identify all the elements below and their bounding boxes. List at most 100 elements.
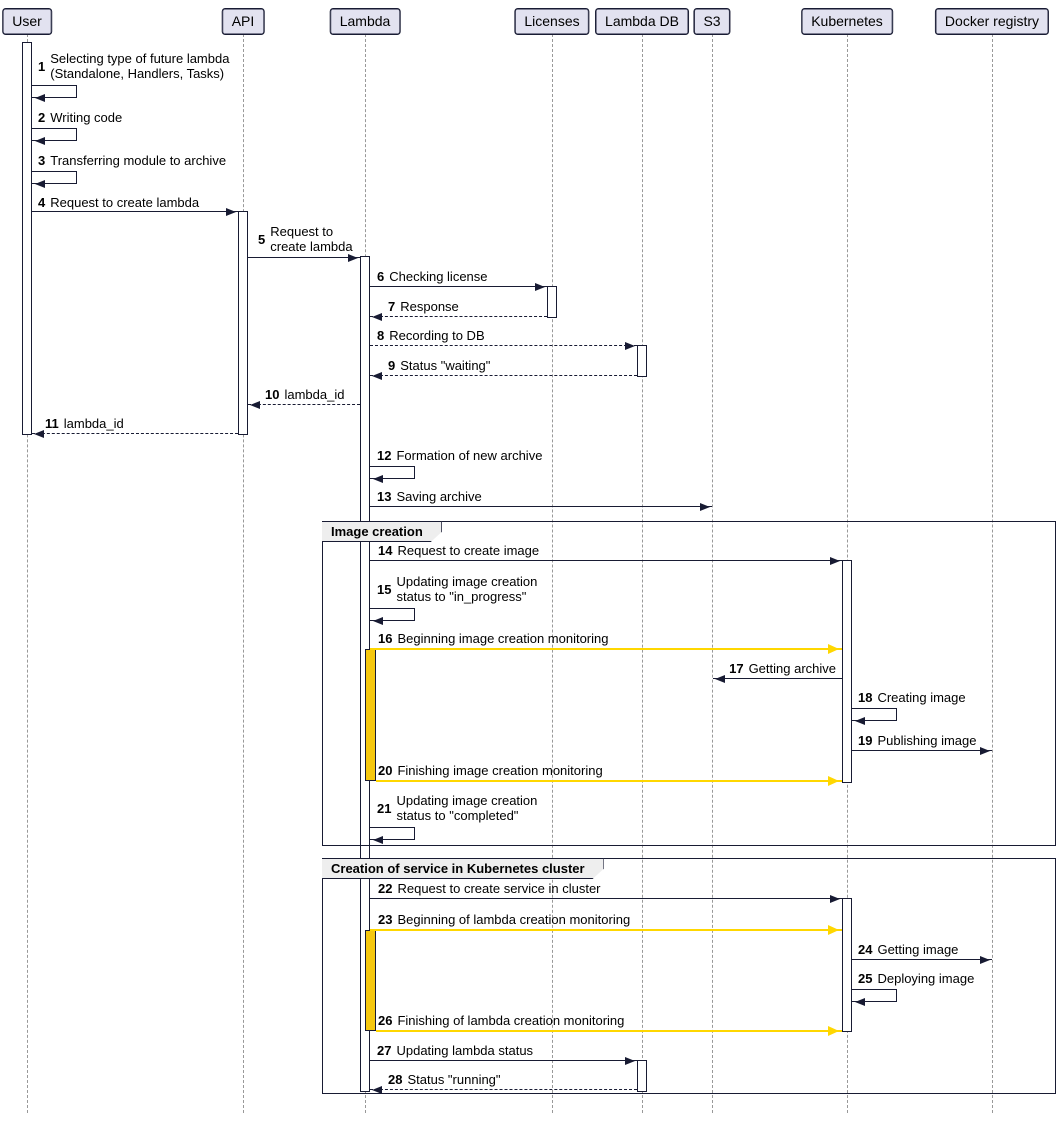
message-text: Status "waiting" bbox=[400, 358, 491, 373]
activation-api bbox=[238, 211, 248, 435]
message-2-self-arrow bbox=[32, 128, 77, 145]
message-number: 12 bbox=[377, 448, 392, 463]
message-22-arrow bbox=[370, 894, 842, 903]
message-25-self-arrow bbox=[852, 989, 897, 1006]
message-number: 17 bbox=[729, 661, 744, 676]
lifeline-api bbox=[243, 34, 244, 1113]
message-13-label: 13 Saving archive bbox=[377, 489, 482, 504]
frame-image-creation bbox=[322, 521, 1056, 846]
message-23-arrow bbox=[370, 925, 842, 935]
arrowhead-left-icon bbox=[369, 617, 383, 625]
message-text: Writing code bbox=[50, 110, 123, 125]
participant-licenses: Licenses bbox=[514, 8, 590, 35]
arrowhead-left-icon bbox=[246, 400, 260, 409]
participant-lambda: Lambda bbox=[329, 8, 401, 35]
message-number: 15 bbox=[377, 581, 392, 597]
message-number: 3 bbox=[38, 153, 46, 168]
message-6-arrow bbox=[370, 282, 547, 291]
message-number: 13 bbox=[377, 489, 392, 504]
arrowhead-left-icon bbox=[31, 180, 45, 188]
message-1-self-arrow bbox=[32, 85, 77, 102]
frame-image-creation-title: Image creation bbox=[322, 521, 442, 542]
arrowhead-right-icon bbox=[830, 556, 844, 565]
arrowhead-left-icon bbox=[851, 717, 865, 725]
message-5-arrow bbox=[248, 253, 360, 262]
message-text: Status "running" bbox=[407, 1072, 501, 1087]
message-16-arrow bbox=[370, 644, 842, 654]
message-text: lambda_id bbox=[63, 416, 124, 431]
arrowhead-right-icon bbox=[828, 925, 844, 935]
message-text: Beginning image creation monitoring bbox=[397, 631, 609, 646]
participant-user: User bbox=[2, 8, 52, 35]
arrowhead-right-icon bbox=[700, 502, 714, 511]
message-text: Response bbox=[400, 299, 459, 314]
message-4-arrow bbox=[32, 207, 238, 216]
message-3-self-arrow bbox=[32, 171, 77, 188]
arrowhead-right-icon bbox=[980, 746, 994, 755]
message-text: Updating lambda status bbox=[396, 1043, 534, 1058]
message-15-self-arrow bbox=[370, 608, 415, 625]
message-text: Selecting type of future lambda (Standal… bbox=[50, 51, 230, 81]
message-text: Publishing image bbox=[877, 733, 977, 748]
message-number: 7 bbox=[388, 299, 396, 314]
message-text: Request to create image bbox=[397, 543, 540, 558]
message-number: 24 bbox=[858, 942, 873, 957]
message-28-arrow bbox=[370, 1085, 637, 1094]
message-text: lambda_id bbox=[284, 387, 345, 402]
message-8-arrow bbox=[370, 341, 637, 350]
message-number: 1 bbox=[38, 58, 46, 74]
message-7-arrow bbox=[370, 312, 547, 321]
message-number: 19 bbox=[858, 733, 873, 748]
arrowhead-right-icon bbox=[535, 282, 549, 291]
message-26-arrow bbox=[376, 1026, 842, 1036]
message-number: 10 bbox=[265, 387, 280, 402]
message-7-label: 7 Response bbox=[388, 299, 459, 314]
message-10-label: 10 lambda_id bbox=[265, 387, 344, 402]
message-number: 28 bbox=[388, 1072, 403, 1087]
message-number: 4 bbox=[38, 195, 46, 210]
participant-lambda-db: Lambda DB bbox=[595, 8, 689, 35]
lifeline-user bbox=[27, 34, 28, 1113]
arrowhead-left-icon bbox=[30, 429, 44, 438]
arrowhead-left-icon bbox=[31, 94, 45, 102]
message-number: 16 bbox=[378, 631, 393, 646]
message-27-arrow bbox=[370, 1056, 637, 1065]
message-text: Updating image creation status to "compl… bbox=[396, 793, 538, 823]
lifeline-licenses bbox=[552, 34, 553, 1113]
arrowhead-right-icon bbox=[828, 776, 844, 786]
arrowhead-right-icon bbox=[625, 1056, 639, 1065]
arrowhead-left-icon bbox=[31, 137, 45, 145]
message-number: 14 bbox=[378, 543, 393, 558]
arrowhead-left-icon bbox=[711, 674, 725, 683]
participant-docker-registry: Docker registry bbox=[934, 8, 1050, 35]
message-12-self-arrow bbox=[370, 466, 415, 483]
message-text: Formation of new archive bbox=[396, 448, 543, 463]
participant-api: API bbox=[221, 8, 265, 35]
message-text: Recording to DB bbox=[389, 328, 485, 343]
message-12-label: 12 Formation of new archive bbox=[377, 448, 542, 463]
arrowhead-left-icon bbox=[368, 312, 382, 321]
arrowhead-left-icon bbox=[369, 475, 383, 483]
message-20-arrow bbox=[376, 776, 842, 786]
message-number: 8 bbox=[377, 328, 385, 343]
lifeline-lambda-db bbox=[642, 34, 643, 1113]
arrowhead-right-icon bbox=[830, 894, 844, 903]
lifeline-s3 bbox=[712, 34, 713, 1113]
message-28-label: 28 Status "running" bbox=[388, 1072, 501, 1087]
activation-lambda-db-1 bbox=[637, 345, 647, 377]
message-text: Saving archive bbox=[396, 489, 482, 504]
arrowhead-right-icon bbox=[348, 253, 362, 262]
arrowhead-left-icon bbox=[851, 998, 865, 1006]
message-number: 9 bbox=[388, 358, 396, 373]
